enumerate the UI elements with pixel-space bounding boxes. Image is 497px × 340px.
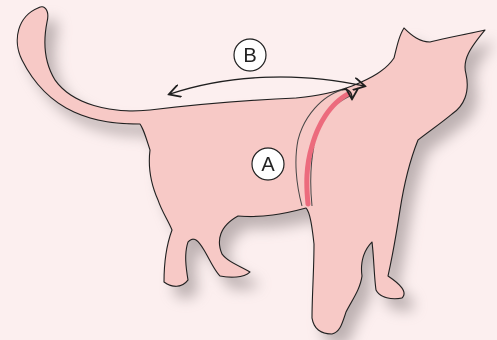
marker-a: A (252, 148, 284, 180)
marker-a-label: A (261, 154, 275, 176)
marker-b-label: B (243, 45, 256, 67)
marker-b: B (234, 39, 266, 71)
